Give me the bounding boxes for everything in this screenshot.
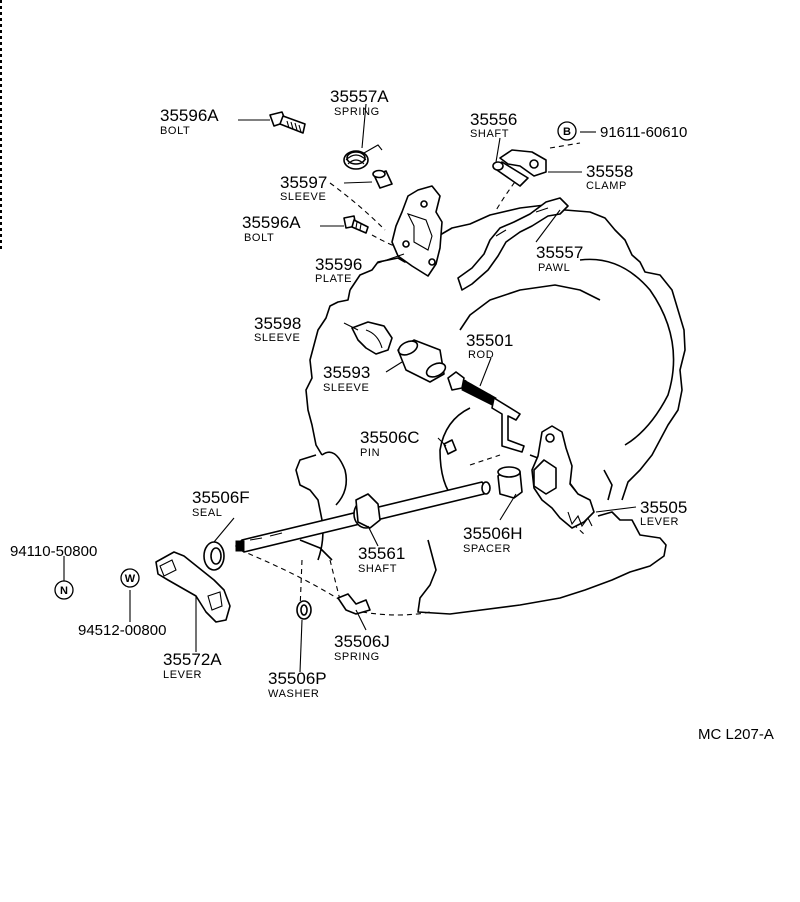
callout-35596a-top[interactable]: 35596A BOLT — [160, 106, 219, 137]
callout-35597[interactable]: 35597 SLEEVE — [280, 173, 327, 203]
std-part-number: 94110-50800 — [10, 543, 97, 560]
sleeve-35598-drawing — [351, 321, 393, 355]
part-number: 35572A — [163, 650, 222, 669]
rod-35501-drawing — [447, 371, 525, 453]
callout-35506j[interactable]: 35506J SPRING — [334, 632, 390, 663]
callout-35572a[interactable]: 35572A LEVER — [163, 650, 222, 681]
part-number: 35557A — [330, 87, 389, 106]
lever-35505-drawing — [531, 425, 595, 529]
shaft-35561-drawing — [235, 481, 491, 553]
clamp-35558-drawing — [499, 149, 547, 177]
part-name: SPRING — [334, 651, 380, 663]
std-symbol-w: W — [120, 568, 140, 588]
part-name: SLEEVE — [254, 332, 300, 344]
std-part-number: 94512-00800 — [78, 622, 166, 639]
callout-35558[interactable]: 35558 CLAMP — [586, 162, 633, 192]
part-name: PAWL — [538, 262, 570, 274]
spring-35557a-drawing — [343, 144, 383, 170]
callout-35501[interactable]: 35501 ROD — [466, 331, 513, 361]
part-name: CLAMP — [586, 180, 627, 192]
part-name: SPRING — [334, 106, 380, 118]
part-number: 35506J — [334, 632, 390, 651]
callout-35598[interactable]: 35598 SLEEVE — [254, 314, 301, 344]
spring-35506j-drawing — [337, 593, 371, 615]
lever-35572a-drawing — [155, 551, 231, 623]
callout-35506p[interactable]: 35506P WASHER — [268, 669, 327, 700]
part-name: LEVER — [163, 669, 202, 681]
leader-lines — [63, 103, 637, 673]
part-name: SPACER — [463, 543, 511, 555]
part-name: PLATE — [315, 273, 352, 285]
seal-35506f-drawing — [203, 541, 225, 571]
std-part-number: 91611-60610 — [600, 124, 687, 141]
part-number: 35597 — [280, 173, 327, 192]
plate-35596-drawing — [391, 185, 443, 277]
std-symbol-b-letter: B — [563, 126, 571, 138]
part-name: SHAFT — [470, 128, 509, 140]
part-number: 35506C — [360, 428, 420, 447]
callout-35506c[interactable]: 35506C PIN — [360, 428, 420, 459]
callout-94110[interactable]: 94110-50800 — [10, 543, 97, 560]
callout-94512[interactable]: 94512-00800 — [78, 622, 166, 639]
callout-35593[interactable]: 35593 SLEEVE — [323, 363, 370, 394]
callout-35556[interactable]: 35556 SHAFT — [470, 110, 517, 140]
shaft-35556-drawing — [492, 161, 529, 187]
sleeve-35597-drawing — [372, 169, 393, 189]
part-number: 35561 — [358, 544, 405, 563]
callout-35557a[interactable]: 35557A SPRING — [330, 87, 389, 118]
std-symbol-n: N — [54, 580, 74, 600]
bolt-mid-drawing — [343, 215, 369, 234]
part-number: 35501 — [466, 331, 513, 350]
part-number: 35596 — [315, 255, 362, 274]
callout-35596[interactable]: 35596 PLATE — [315, 255, 362, 285]
diagram-code: MC L207-A — [698, 726, 774, 743]
part-number: 35593 — [323, 363, 370, 382]
callout-35506h[interactable]: 35506H SPACER — [463, 524, 523, 555]
part-number: 35596A — [242, 213, 301, 232]
part-number: 35598 — [254, 314, 301, 333]
part-name: BOLT — [244, 232, 274, 244]
std-symbol-b: B — [557, 121, 577, 141]
part-name: SHAFT — [358, 563, 397, 575]
part-number: 35557 — [536, 243, 583, 262]
part-number: 35506P — [268, 669, 327, 688]
part-name: BOLT — [160, 125, 190, 137]
callout-35506f[interactable]: 35506F SEAL — [192, 488, 250, 519]
part-name: SLEEVE — [323, 382, 369, 394]
part-name: PIN — [360, 447, 380, 459]
std-symbol-w-letter: W — [125, 573, 136, 585]
part-name: WASHER — [268, 688, 319, 700]
part-number: 35596A — [160, 106, 219, 125]
callout-35505[interactable]: 35505 LEVER — [640, 498, 687, 528]
part-number: 35505 — [640, 498, 687, 517]
bolt-top-drawing — [269, 111, 306, 134]
callout-35561[interactable]: 35561 SHAFT — [358, 544, 405, 575]
part-name: SEAL — [192, 507, 223, 519]
part-name: SLEEVE — [280, 191, 326, 203]
callout-35557[interactable]: 35557 PAWL — [536, 243, 583, 274]
washer-35506p-drawing — [296, 600, 312, 620]
sleeve-35593-drawing — [397, 339, 447, 383]
part-number: 35506F — [192, 488, 250, 507]
std-symbol-n-letter: N — [60, 585, 68, 597]
pawl-35557-drawing — [457, 197, 569, 291]
callout-35596a-mid[interactable]: 35596A BOLT — [242, 213, 301, 244]
part-number: 35558 — [586, 162, 633, 181]
spacer-35506h-drawing — [497, 466, 523, 499]
part-name: LEVER — [640, 516, 679, 528]
part-number: 35556 — [470, 110, 517, 129]
part-number: 35506H — [463, 524, 523, 543]
callout-91611[interactable]: 91611-60610 — [600, 124, 687, 141]
part-name: ROD — [468, 349, 494, 361]
pin-35506c-drawing — [443, 439, 457, 455]
